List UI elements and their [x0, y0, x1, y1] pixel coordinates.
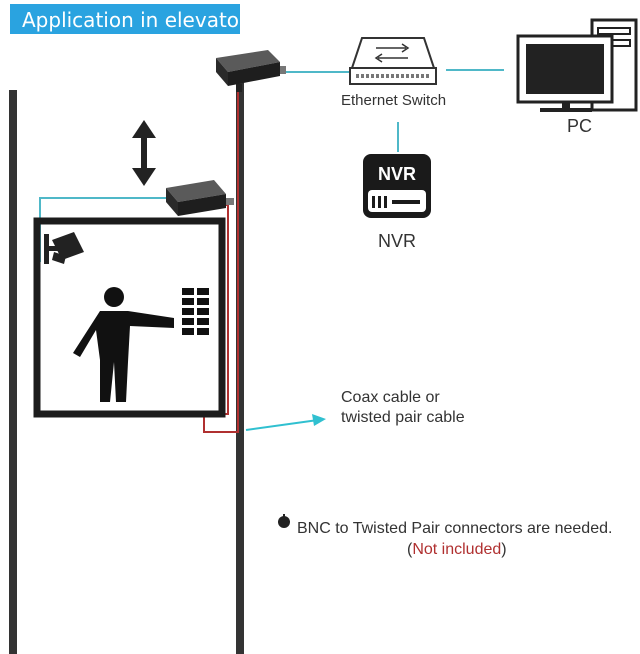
cable-label-line2: twisted pair cable: [341, 409, 465, 426]
pc-label: PC: [567, 116, 593, 136]
cable-label-line1: Coax cable or: [341, 389, 440, 406]
car-extender-device: [166, 180, 234, 216]
connector-bullet-icon: [278, 514, 290, 528]
cctv-camera-icon: [44, 232, 84, 264]
person-icon: [73, 287, 174, 402]
nvr-badge-text: NVR: [378, 164, 416, 184]
nvr-icon: NVR: [363, 154, 431, 218]
note-open-paren: (: [407, 541, 413, 558]
switch-label: Ethernet Switch: [341, 92, 447, 109]
button-panel-icon: [182, 288, 209, 335]
cable-pointer-arrow: [245, 414, 326, 431]
coax-cable: [203, 86, 239, 433]
elevator-car: [33, 217, 226, 418]
nvr-label: NVR: [378, 231, 417, 251]
not-included-note: (Not included): [407, 541, 507, 559]
top-extender-device: [216, 50, 286, 92]
pc-icon: [516, 18, 638, 112]
shaft-right-rail: [236, 82, 244, 654]
page-title: Application in elevator: [22, 8, 248, 32]
note-close-paren: ): [501, 541, 507, 558]
up-down-arrow-icon: [132, 120, 156, 186]
title-banner: Application in elevator: [10, 4, 247, 34]
ethernet-switch-icon: [349, 37, 437, 85]
not-included-text: Not included: [412, 541, 502, 558]
connector-note: BNC to Twisted Pair connectors are neede…: [297, 520, 613, 537]
shaft-left-rail: [9, 90, 17, 654]
